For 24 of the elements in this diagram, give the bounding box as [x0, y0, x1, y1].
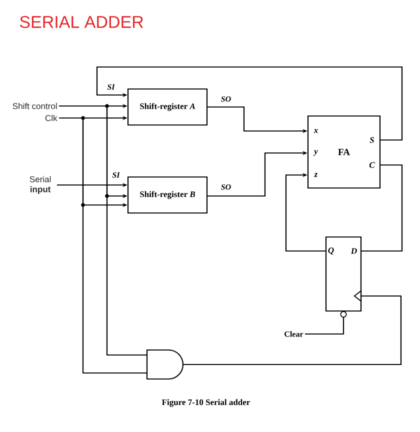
- edge-label: SO: [220, 184, 232, 190]
- edge-label: SI: [111, 172, 121, 178]
- shift-register-box: Shift-register B: [127, 176, 208, 214]
- input-label: Shift control: [12, 102, 57, 110]
- pin-label: C: [369, 162, 375, 168]
- pin-label: y: [313, 150, 318, 156]
- input-label: Clk: [45, 114, 58, 122]
- edge-label: SI: [106, 84, 116, 90]
- arrow: [285, 172, 326, 252]
- wire: [305, 317, 344, 335]
- pin-label: z: [314, 173, 318, 177]
- pin-label: x: [314, 129, 318, 133]
- input-label: Serial input: [30, 176, 51, 194]
- and-gate: [146, 349, 184, 380]
- title: SERIAL ADDER: [20, 16, 144, 28]
- edge-label: SO: [220, 96, 232, 102]
- pin-label: S: [370, 137, 374, 143]
- caption: Figure 7-10 Serial adder: [162, 399, 250, 407]
- input-label: Clear: [284, 331, 304, 337]
- arrow: [96, 66, 403, 141]
- shift-register-box: Shift-register A: [127, 88, 208, 126]
- pin-label: Q: [328, 248, 334, 254]
- pin-label: D: [350, 248, 357, 254]
- wire: [362, 164, 403, 252]
